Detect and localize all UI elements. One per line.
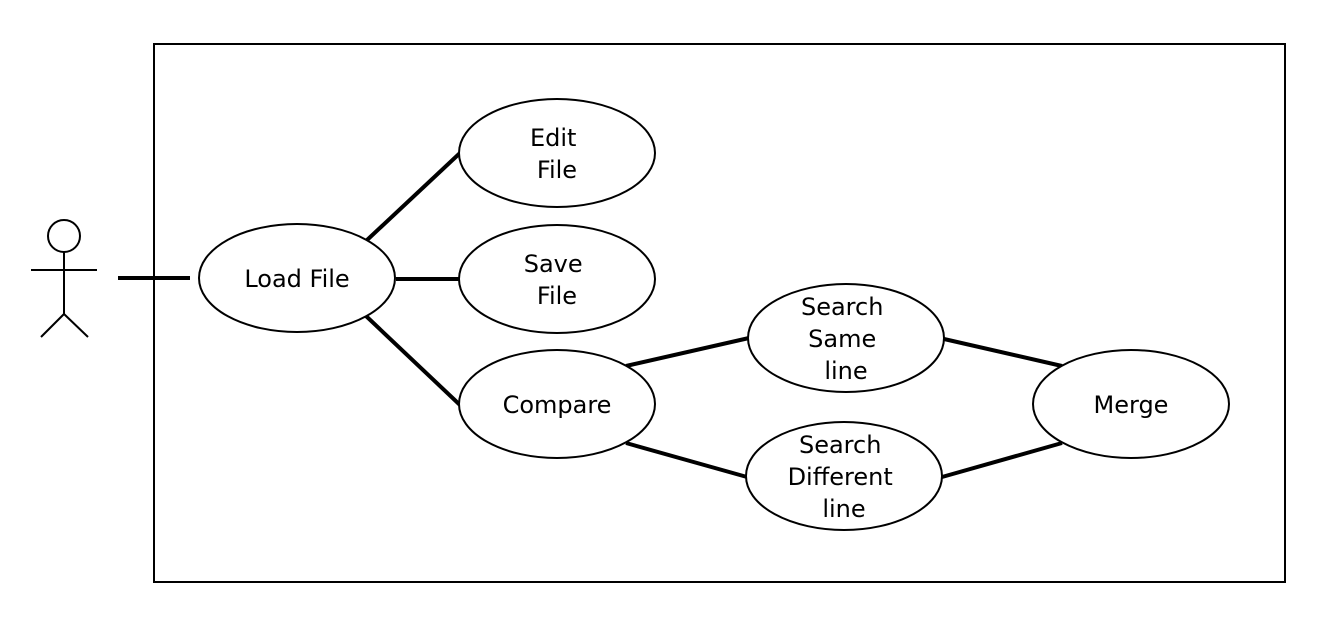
actor-left-leg <box>40 313 65 338</box>
use-case-merge: Merge <box>1032 349 1230 459</box>
svg-text:Compare: Compare <box>503 391 612 419</box>
associations <box>118 151 1063 479</box>
merge-ellipse <box>1032 349 1230 459</box>
actor-right-leg <box>63 313 89 338</box>
search-different-line-label-line-2: Different <box>788 463 893 491</box>
edit-file-label-line-1: Edit <box>530 124 576 152</box>
search-same-line-label-line-1: Search <box>801 293 883 321</box>
save-file-ellipse <box>458 224 656 334</box>
load-file-ellipse <box>198 223 396 333</box>
use-case-edit-file: Edit File <box>458 98 656 208</box>
load-file-label: Load File <box>244 265 349 293</box>
assoc-search-different-merge <box>941 441 1063 479</box>
use-case-search-different-line: Search Different line <box>745 421 943 531</box>
actor-icon <box>31 219 97 338</box>
search-same-line-label-line-2: Same <box>808 325 876 353</box>
svg-text:Edit File: Edit File <box>530 124 584 184</box>
assoc-load-edit <box>364 151 462 243</box>
compare-ellipse <box>458 349 656 459</box>
assoc-compare-search-same <box>625 336 750 368</box>
search-same-line-ellipse <box>747 283 945 393</box>
search-different-line-label-line-3: line <box>822 495 865 523</box>
system-boundary <box>153 43 1286 583</box>
use-case-save-file: Save File <box>458 224 656 334</box>
use-case-compare: Compare <box>458 349 656 459</box>
svg-text:Save File: Save File <box>524 250 591 310</box>
search-same-line-label-line-3: line <box>824 357 867 385</box>
svg-text:Load File: Load File <box>244 265 349 293</box>
actor-head <box>47 219 81 253</box>
svg-text:Merge: Merge <box>1094 391 1169 419</box>
merge-label: Merge <box>1094 391 1169 419</box>
search-different-line-label-line-1: Search <box>799 431 881 459</box>
save-file-label-line-1: Save <box>524 250 583 278</box>
search-different-line-ellipse <box>745 421 943 531</box>
edit-file-label-line-2: File <box>537 156 577 184</box>
edit-file-ellipse <box>458 98 656 208</box>
svg-text:Search Same line: Search Same line <box>801 293 891 385</box>
svg-text:Search Different l: Search Different line <box>788 431 901 523</box>
assoc-compare-search-different <box>625 441 748 479</box>
compare-label: Compare <box>503 391 612 419</box>
assoc-load-compare <box>364 314 462 407</box>
use-case-search-same-line: Search Same line <box>747 283 945 393</box>
save-file-label-line-2: File <box>537 282 577 310</box>
assoc-search-same-merge <box>943 337 1063 368</box>
use-case-load-file: Load File <box>198 223 396 333</box>
